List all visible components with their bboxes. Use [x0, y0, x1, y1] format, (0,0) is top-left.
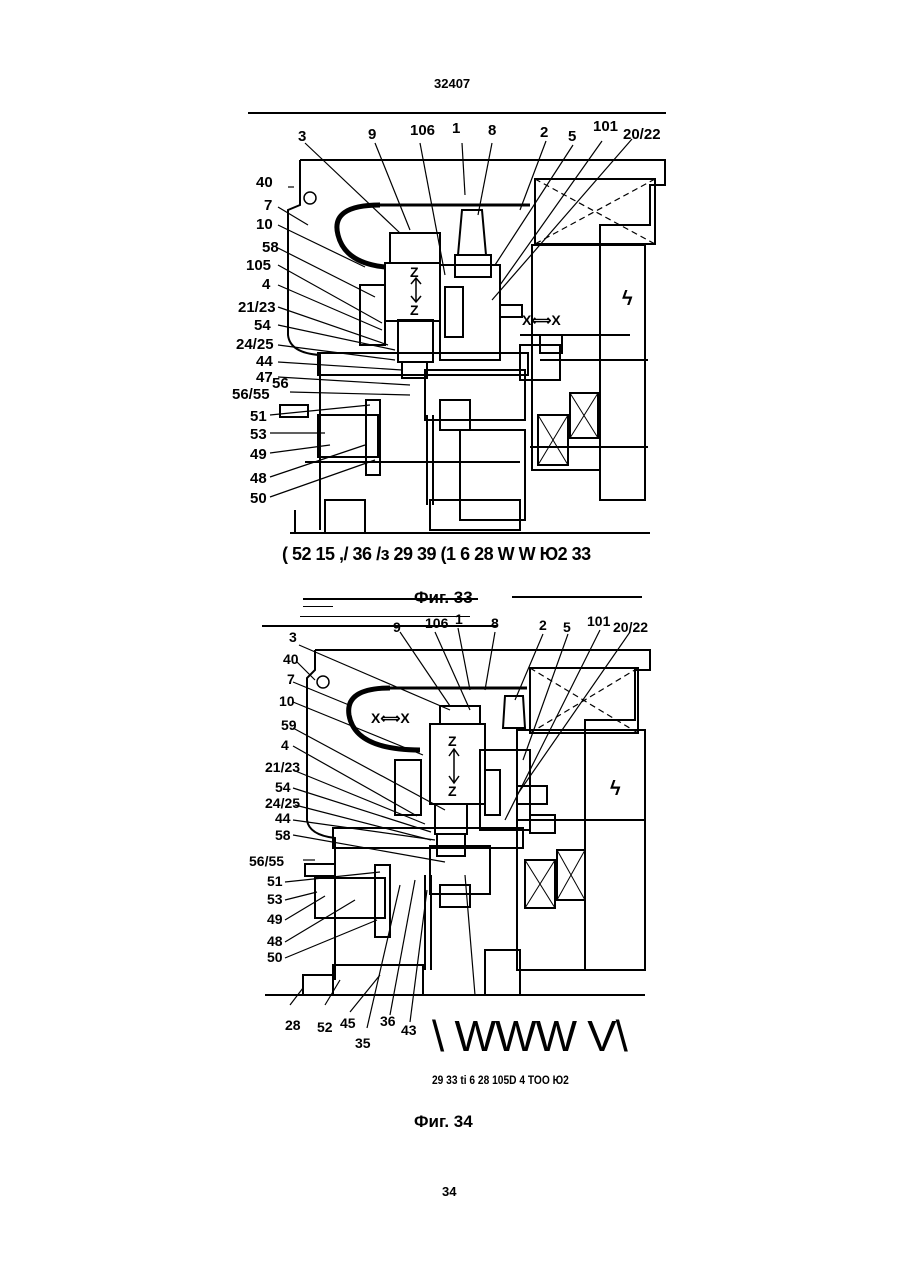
callout-48-b: 48: [267, 933, 283, 949]
callout-56: 56: [272, 375, 289, 392]
callout-20-22: 20/22: [623, 126, 661, 143]
callout-56-55: 56/55: [232, 386, 270, 403]
callout-53-b: 53: [267, 891, 283, 907]
callout-36-b: 36: [380, 1013, 396, 1029]
callout-51: 51: [250, 408, 267, 425]
callout-43-b: 43: [401, 1022, 417, 1038]
callout-10-b: 10: [279, 693, 295, 709]
axis-z-top: Z: [410, 264, 419, 280]
axis-x-label-b: X⟺X: [371, 710, 410, 726]
callout-49: 49: [250, 446, 267, 463]
callout-58: 58: [262, 239, 279, 256]
callout-24-25-b: 24/25: [265, 795, 300, 811]
axis-z-bottom-b: Z: [448, 783, 457, 799]
callout-50-b: 50: [267, 949, 283, 965]
callout-56-55-b: 56/55: [249, 853, 284, 869]
figure-34-drawing: 9 106 1 8 2 5 101 20/22 3 40 7 10 59 4 2…: [245, 610, 665, 1050]
figure-34-bottom-callouts: 29 33 ti 6 28 105D 4 TOO Ю2: [432, 1073, 569, 1087]
indicator-circle: [304, 192, 316, 204]
callout-49-b: 49: [267, 911, 283, 927]
fig33-strike-3: [303, 606, 333, 607]
callout-44-b: 44: [275, 810, 291, 826]
callout-10: 10: [256, 216, 273, 233]
callout-35-b: 35: [355, 1035, 371, 1050]
callout-9-b: 9: [393, 619, 401, 635]
callout-8-b: 8: [491, 615, 499, 631]
callout-21-23: 21/23: [238, 299, 276, 316]
figure-33-bottom-callouts: ( 52 15 ,/ 36 /з 29 39 (1 6 28 W W Ю2 33: [282, 544, 591, 565]
document-number: 32407: [434, 76, 470, 91]
callout-24-25: 24/25: [236, 336, 274, 353]
callout-8: 8: [488, 122, 496, 139]
callout-2-b: 2: [539, 617, 547, 633]
callout-21-23-b: 21/23: [265, 759, 300, 775]
figure-34-label: Фиг. 34: [414, 1112, 473, 1132]
callout-1-b: 1: [455, 611, 463, 627]
callout-52-b: 52: [317, 1019, 333, 1035]
axis-x-label: X⟺X: [522, 312, 561, 328]
callout-105: 105: [246, 257, 271, 274]
callout-3-b: 3: [289, 629, 297, 645]
page-number: 34: [442, 1184, 456, 1199]
callout-50: 50: [250, 490, 267, 507]
callout-40: 40: [256, 174, 273, 191]
callout-7-b: 7: [287, 671, 295, 687]
callout-2: 2: [540, 124, 548, 141]
top-rule: [248, 112, 666, 114]
fig33-strike-2: [512, 596, 642, 598]
callout-44: 44: [256, 353, 273, 370]
callout-54: 54: [254, 317, 271, 334]
callout-28-b: 28: [285, 1017, 301, 1033]
callout-106: 106: [410, 122, 435, 139]
callout-3: 3: [298, 128, 306, 145]
axis-z-top-b: Z: [448, 733, 457, 749]
callout-20-22-b: 20/22: [613, 619, 648, 635]
callout-5: 5: [568, 128, 576, 145]
callout-4: 4: [262, 276, 271, 293]
callout-101-b: 101: [587, 613, 611, 629]
callout-51-b: 51: [267, 873, 283, 889]
callout-9: 9: [368, 126, 376, 143]
lightning-icon: ϟ: [622, 288, 633, 310]
figure-33-drawing: 3 9 106 1 8 2 5 101 20/22 40 7 10 58 105…: [230, 115, 670, 535]
callout-1: 1: [452, 120, 460, 137]
callout-47: 47: [256, 369, 273, 386]
axis-z-bottom: Z: [410, 302, 419, 318]
callout-40-b: 40: [283, 651, 299, 667]
fig33-strike-1: [303, 598, 478, 600]
callout-101: 101: [593, 118, 618, 135]
callout-7: 7: [264, 197, 272, 214]
callout-53: 53: [250, 426, 267, 443]
callout-59-b: 59: [281, 717, 297, 733]
callout-5-b: 5: [563, 619, 571, 635]
callout-58-b: 58: [275, 827, 291, 843]
indicator-circle-b: [317, 676, 329, 688]
callout-106-b: 106: [425, 615, 449, 631]
callout-48: 48: [250, 470, 267, 487]
figure-34-squiggle-callouts: \ WWW V\: [432, 1012, 627, 1062]
callout-54-b: 54: [275, 779, 291, 795]
callout-45-b: 45: [340, 1015, 356, 1031]
lightning-icon-b: ϟ: [610, 778, 621, 800]
callout-4-b: 4: [281, 737, 289, 753]
